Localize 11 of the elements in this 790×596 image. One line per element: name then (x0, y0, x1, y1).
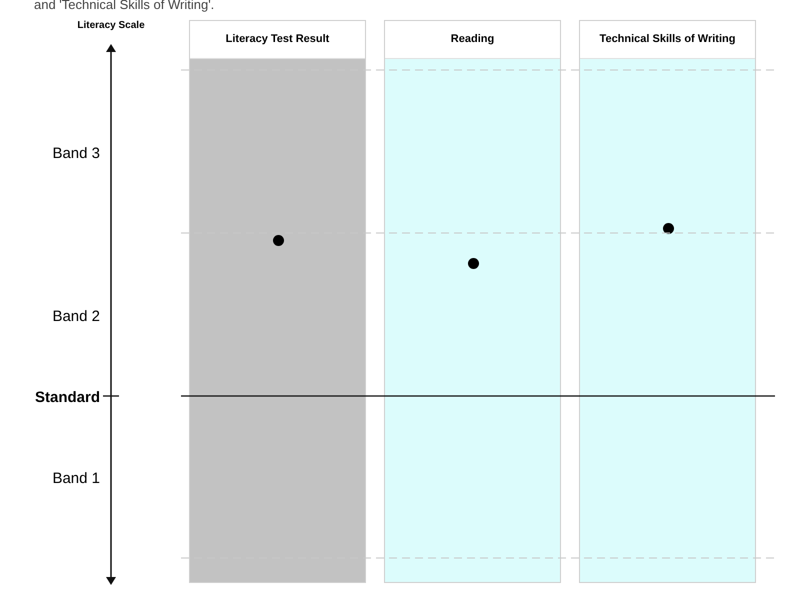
column-header: Literacy Test Result (226, 32, 330, 48)
category-column (384, 20, 561, 583)
band-label: Band 3 (51, 144, 100, 164)
column-header: Technical Skills of Writing (600, 32, 736, 48)
column-header: Reading (450, 32, 494, 48)
band-label: Band 2 (51, 307, 100, 327)
category-column (579, 20, 756, 583)
band-label: Band 1 (51, 469, 100, 489)
axis-title: Literacy Scale (76, 20, 146, 32)
category-column (189, 20, 366, 583)
standard-label: Standard (34, 388, 100, 408)
